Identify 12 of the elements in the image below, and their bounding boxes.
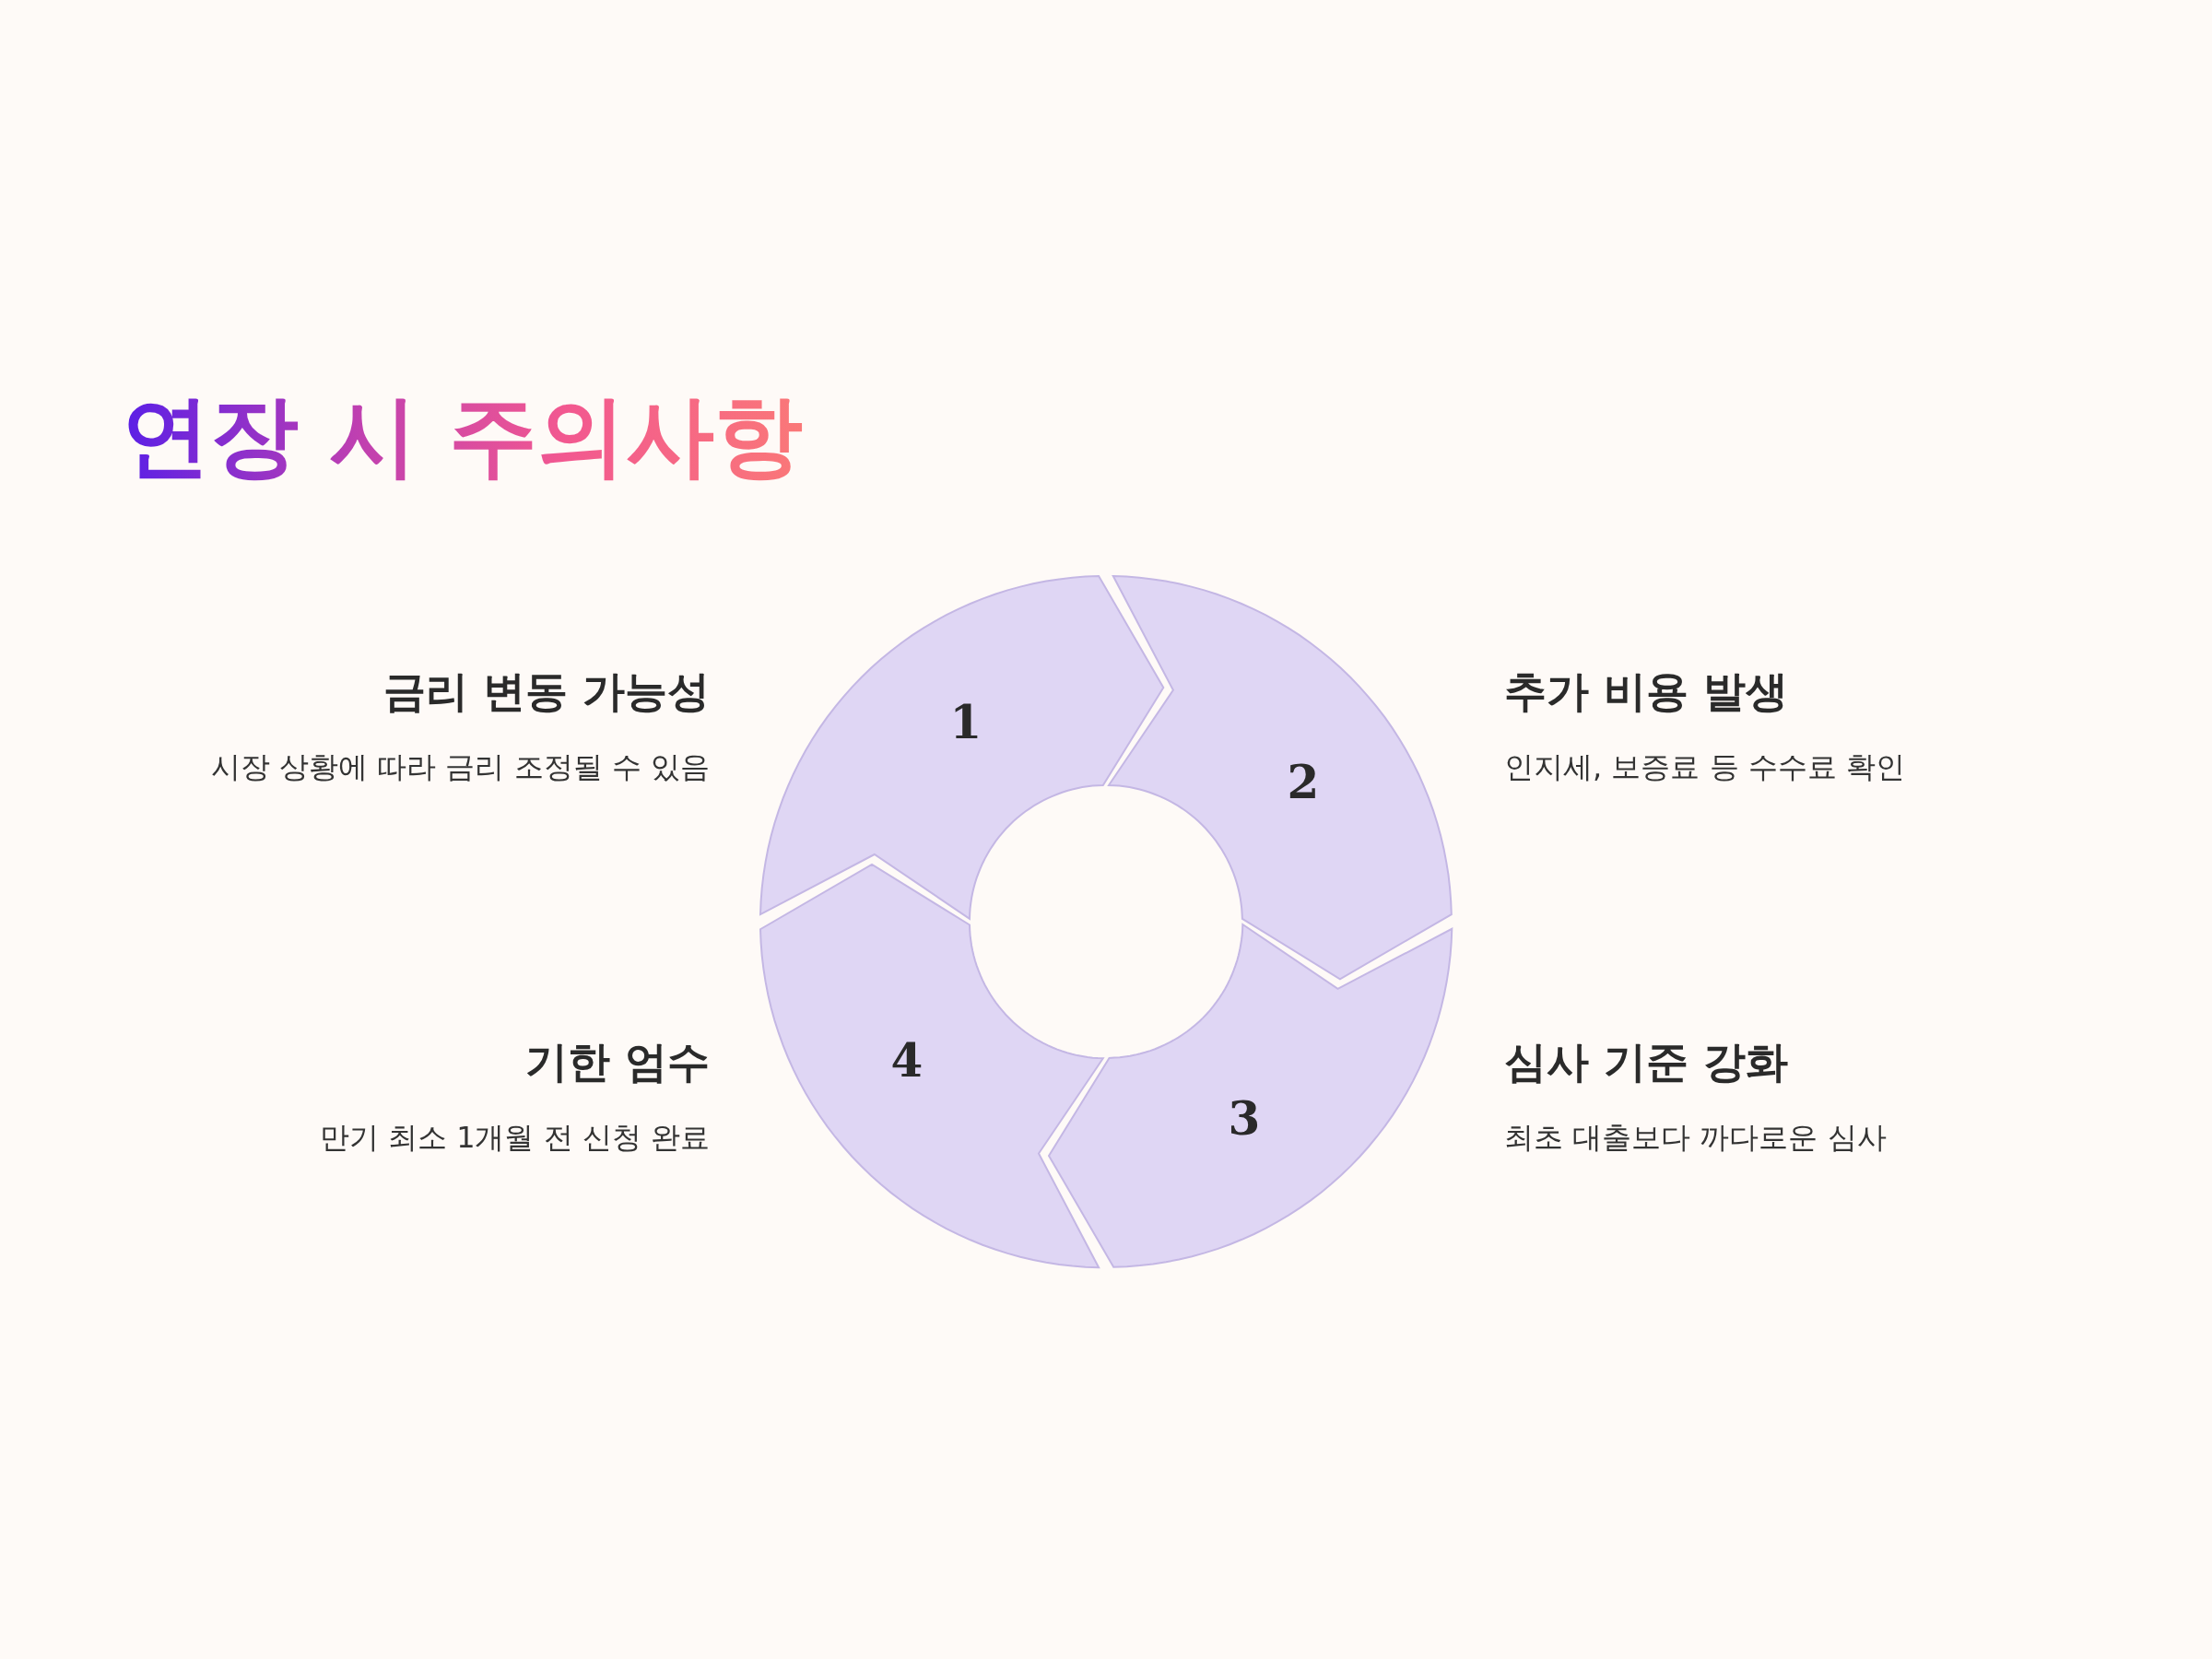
step-number: 4 (890, 1038, 924, 1084)
step-number: 1 (949, 700, 982, 746)
item-heading: 금리 변동 가능성 (382, 666, 710, 718)
item-description: 만기 최소 1개월 전 신청 완료 (319, 1120, 710, 1156)
item-description: 시장 상황에 따라 금리 조정될 수 있음 (210, 749, 710, 785)
item-description: 최초 대출보다 까다로운 심사 (1504, 1120, 1887, 1156)
step-number: 2 (1287, 759, 1320, 806)
item-heading: 추가 비용 발생 (1504, 666, 1789, 718)
item-description: 인지세, 보증료 등 수수료 확인 (1504, 749, 1905, 785)
item-heading: 심사 기준 강화 (1504, 1037, 1789, 1088)
item-heading: 기한 엄수 (525, 1037, 710, 1088)
step-number: 3 (1228, 1096, 1261, 1142)
